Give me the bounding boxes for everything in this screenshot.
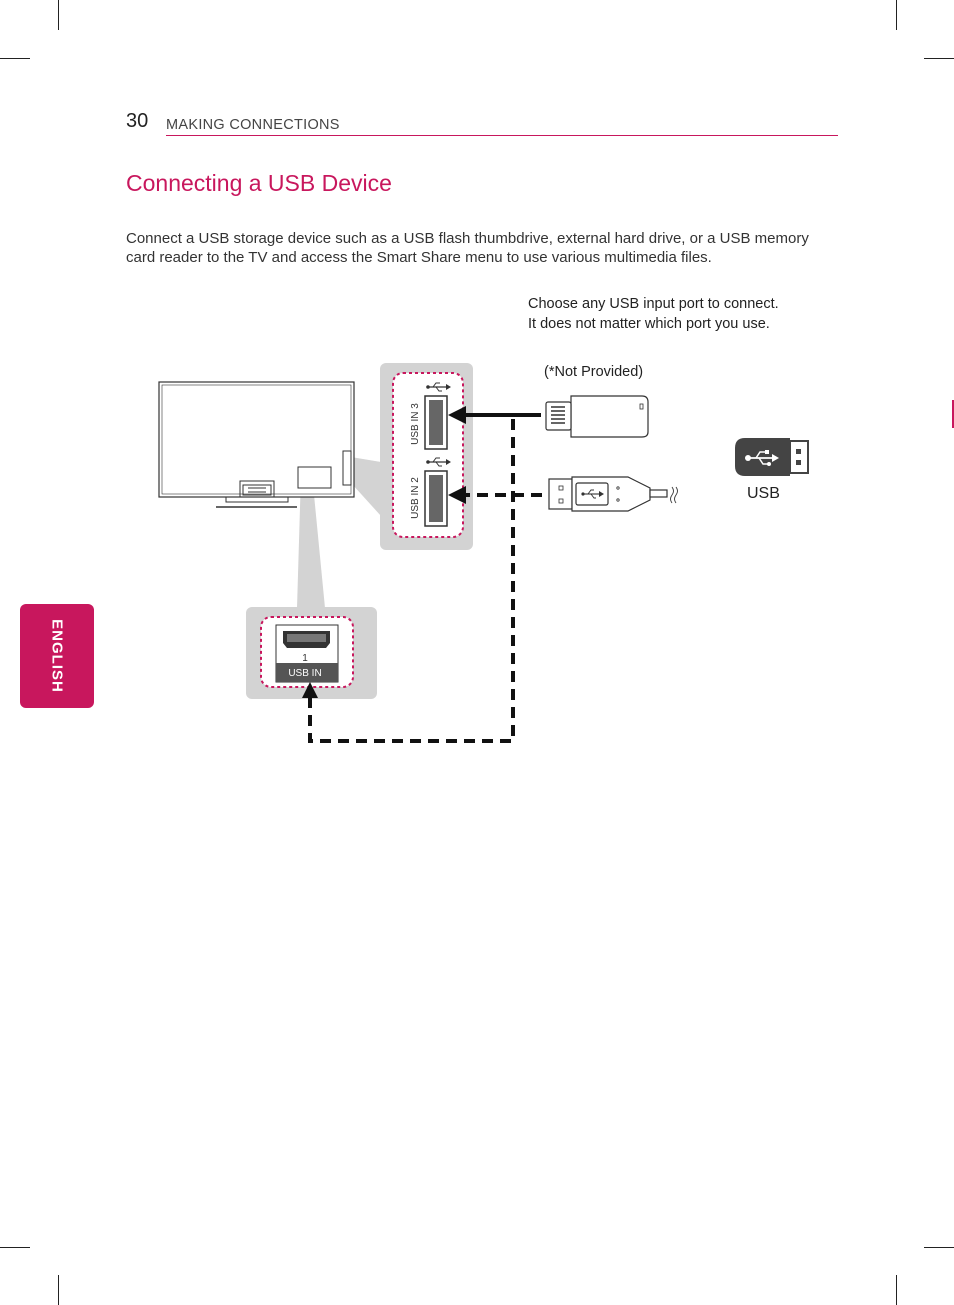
usb-cable-connector [548,476,678,512]
usb-trident-icon [426,382,451,392]
usb-in-1-label: USB IN [288,668,321,679]
crop-mark [924,1247,954,1248]
arrow-head [302,682,318,698]
tv-screen-inner [161,384,352,495]
usb-label: USB [747,485,780,502]
crop-mark [896,0,897,30]
callout-funnel-bottom [297,474,325,608]
connection-route-usb-in-1 [308,419,515,743]
tv-stand [216,480,297,508]
crop-mark [58,1275,59,1305]
port-note-line-2: It does not matter which port you use. [528,316,770,332]
usb-in-2-label: USB IN 2 [410,477,421,519]
intro-paragraph: Connect a USB storage device such as a U… [126,230,809,266]
usb-in-3-label: USB IN 3 [410,403,421,445]
crop-mark [896,1275,897,1305]
crop-mark [0,1247,30,1248]
language-tab-label: ENGLISH [48,619,66,693]
registration-mark [952,400,954,428]
usb-in-1-slot [287,634,326,642]
not-provided-label: (*Not Provided) [544,364,644,380]
tv-side-jack [342,450,352,486]
usb-in-1-number: 1 [302,653,308,664]
usb-trident-icon [426,457,451,467]
port-note: Choose any USB input port to connect. It… [528,294,779,334]
page-title: Connecting a USB Device [126,170,392,196]
arrow-head [448,486,466,504]
section-title: MAKING CONNECTIONS [166,117,340,133]
usb-in-2-slot [429,475,443,522]
usb-legend-icon [735,438,809,476]
usb-flash-drive [545,395,649,438]
usb-in-1-label-bar [276,663,338,682]
usb-in-3-slot [429,400,443,445]
language-tab: ENGLISH [20,604,94,708]
usb-trident-icon [581,489,604,499]
tv-rear-panel [297,466,332,489]
crop-mark [58,0,59,30]
page-number: 30 [126,110,149,132]
header-rule [166,135,838,136]
crop-mark [924,58,954,59]
port-note-line-1: Choose any USB input port to connect. [528,296,779,312]
crop-mark [0,58,30,59]
arrow-head [448,406,466,424]
